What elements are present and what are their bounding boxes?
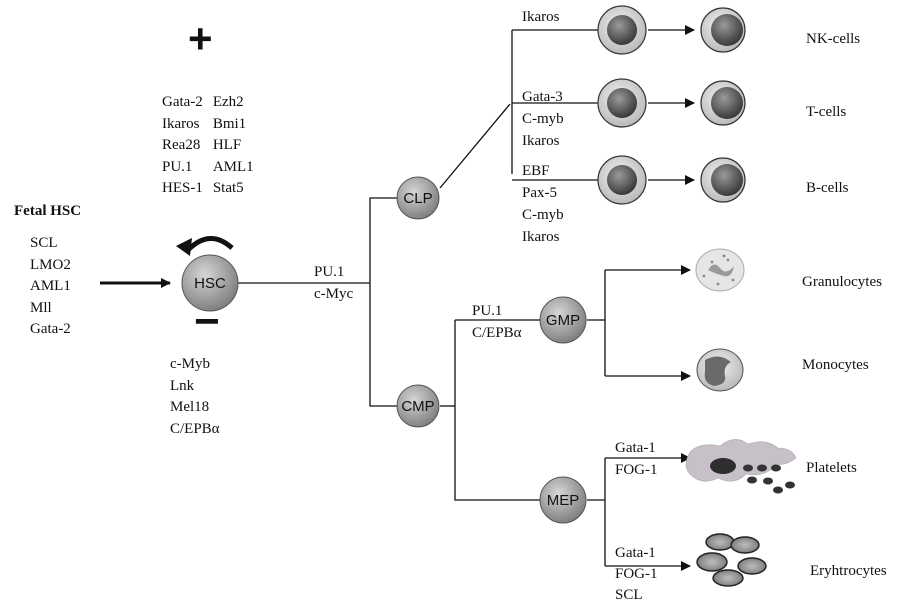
b-cells-label: B-cells [806,180,849,196]
b-precursor-cell [597,155,647,205]
erythrocytes-label: Eryhtrocytes [810,563,887,579]
fetal-factor: SCL [30,235,58,251]
erythrocytes-icon [696,533,767,587]
cmp-node: CMP [396,384,440,428]
cmp-label: CMP [401,398,434,415]
positive-regulators-symbol: + [188,15,213,62]
positive-factor: AML1 [212,158,254,175]
transition-factor: PU.1 [472,303,503,319]
branch-factor: Gata-1 [615,545,656,561]
transition-factor: PU.1 [314,264,345,280]
negative-factor: Lnk [170,377,195,394]
platelets-icon [685,439,797,494]
platelets-label: Platelets [806,460,857,476]
nk-cell-icon [700,7,746,53]
negative-regulators-symbol: − [194,297,220,346]
positive-factor: Ezh2 [212,94,244,110]
branch-factor: FOG-1 [615,462,658,478]
t-factors: Gata-3 C-myb Ikaros [522,86,564,152]
gmp-label: GMP [546,312,580,329]
connector-lines [100,25,695,571]
monocyte-icon [696,348,744,392]
hsc-node: HSC [181,254,239,312]
hsc-label: HSC [194,275,226,292]
t-precursor-cell [597,78,647,128]
mep-node: MEP [539,476,587,524]
positive-factor: Ikaros [162,115,200,132]
clp-diagonal [439,103,511,189]
positive-col-1: Gata-2 Ikaros Rea28 PU.1 HES-1 [162,92,203,200]
branch-factor: Pax-5 [522,185,557,201]
branch-factor: Ikaros [522,9,560,25]
erythrocyte-factors: Gata-1 FOG-1 SCL [615,543,658,606]
negative-factor: Mel18 [170,399,210,415]
fetal-factor: Mll [30,299,52,316]
branch-factor: Gata-1 [615,440,656,456]
clp-label: CLP [403,190,432,207]
cmp-branch-line [454,320,540,501]
fetal-factor: LMO2 [30,256,71,273]
negative-factor: C/EPBα [170,420,220,437]
nk-precursor-cell [597,5,647,55]
positive-factor: PU.1 [162,158,193,175]
positive-factor: HLF [212,137,242,153]
branch-factor: Ikaros [522,229,560,245]
positive-factor: Bmi1 [212,115,247,132]
t-cell-icon [700,80,746,126]
granulocyte-icon [695,248,745,292]
nk-cells-label: NK-cells [806,31,861,47]
branch-factor: FOG-1 [615,566,658,582]
fetal-factor: AML1 [30,278,71,294]
monocytes-label: Monocytes [802,357,869,373]
clp-node: CLP [396,176,440,220]
hsc-progenitor-factors: PU.1 c-Myc [314,261,353,305]
branch-factor: C-myb [522,207,564,223]
positive-factor: Rea28 [162,137,201,153]
hsc-branch-line [369,197,397,407]
transition-factor: C/EPBα [472,325,522,341]
b-factors: EBF Pax-5 C-myb Ikaros [522,160,564,248]
nk-factors: Ikaros [522,6,560,28]
positive-factor: Gata-2 [162,94,203,110]
branch-factor: SCL [615,587,643,603]
t-cells-label: T-cells [806,104,847,120]
gmp-node: GMP [539,296,587,344]
negative-regulators: c-Myb Lnk Mel18 C/EPBα [170,354,220,440]
self-renewal-arrow [186,236,234,252]
branch-factor: C-myb [522,111,564,127]
branch-factor: EBF [522,163,550,179]
fetal-factors: SCL LMO2 AML1 Mll Gata-2 [30,233,71,341]
positive-regulators: Gata-2 Ikaros Rea28 PU.1 HES-1 Ezh2 Bmi1… [162,92,254,200]
fetal-hsc-title: Fetal HSC [14,203,82,219]
granulocytes-label: Granulocytes [802,274,882,290]
b-cell-icon [700,157,746,203]
platelet-factors: Gata-1 FOG-1 [615,437,658,481]
transition-factor: c-Myc [314,286,354,302]
negative-factor: c-Myb [170,356,210,372]
positive-factor: Stat5 [212,180,244,196]
branch-factor: Ikaros [522,133,560,149]
cmp-gmp-factors: PU.1 C/EPBα [472,300,522,344]
positive-col-2: Ezh2 Bmi1 HLF AML1 Stat5 [213,92,254,200]
positive-factor: HES-1 [162,180,203,196]
mep-label: MEP [547,492,580,509]
branch-factor: Gata-3 [522,89,563,105]
fetal-factor: Gata-2 [30,321,71,337]
